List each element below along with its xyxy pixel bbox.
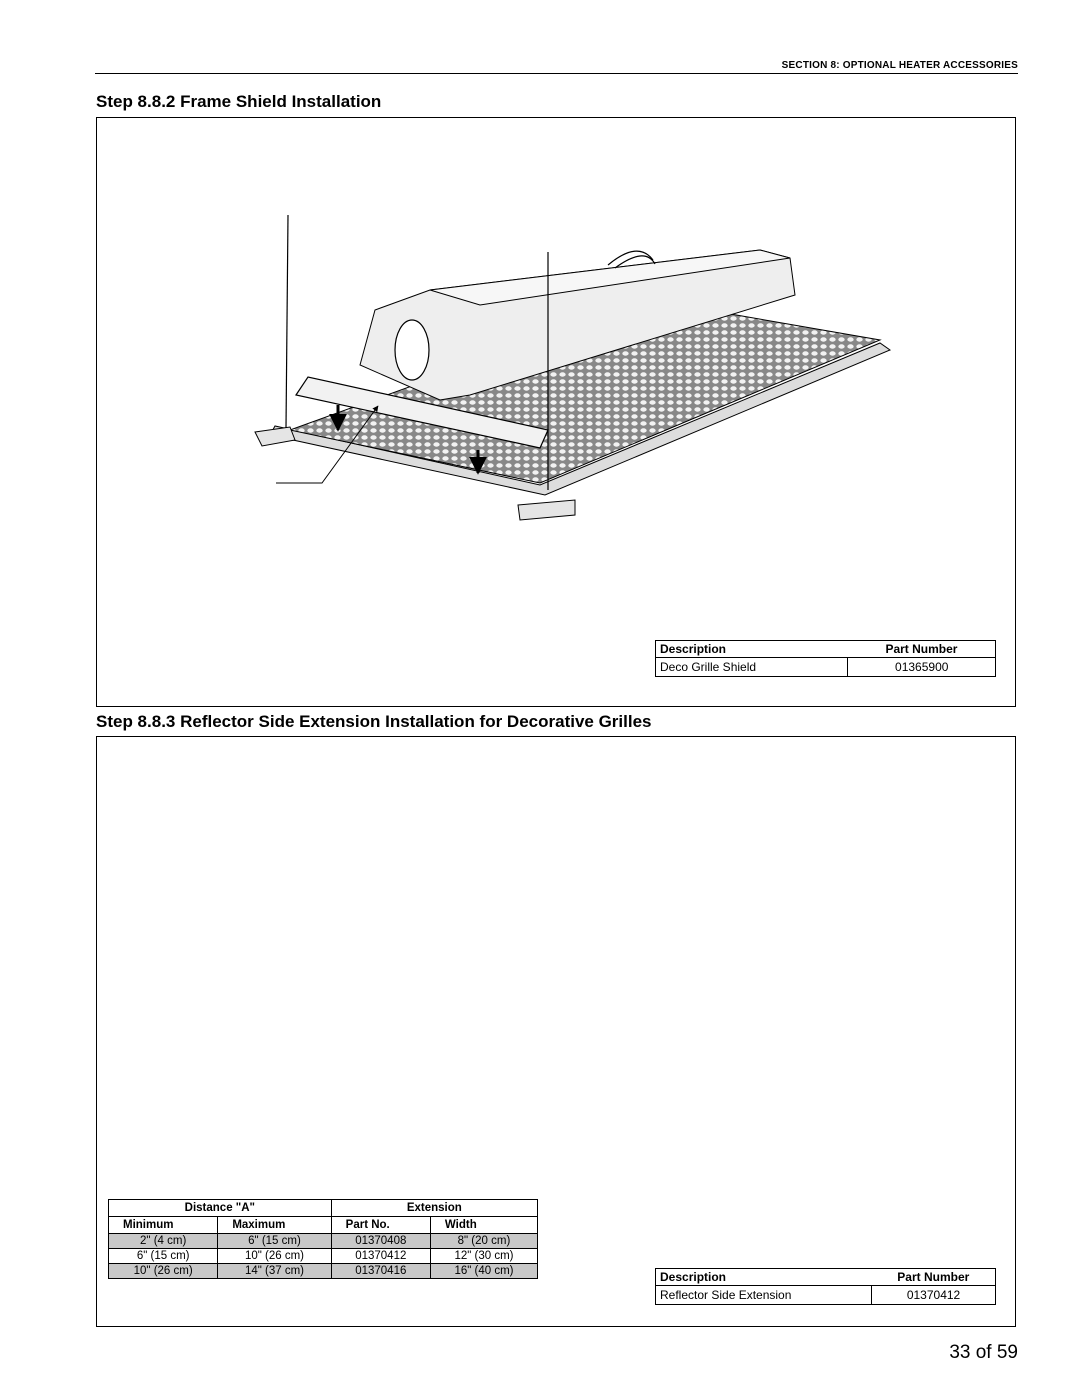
step-title-frame-shield: Step 8.8.2 Frame Shield Installation <box>96 92 382 111</box>
parts-table-frame-shield: Description Part Number Deco Grille Shie… <box>654 640 996 677</box>
table-row: Deco Grille Shield 01365900 <box>654 657 996 677</box>
group-distance-a: Distance "A" <box>108 1199 332 1217</box>
col-part-number: Part Number <box>847 640 996 658</box>
heater-reflector-1 <box>359 249 796 401</box>
page-number: 33 of 59 <box>949 1342 1018 1363</box>
grille-frame-1 <box>254 299 892 521</box>
group-extension: Extension <box>330 1199 538 1217</box>
header-rule <box>95 73 1018 74</box>
col-part-no: Part No. <box>330 1216 431 1234</box>
parts-table-reflector-extension: Description Part Number Reflector Side E… <box>654 1268 996 1305</box>
cell-description: Deco Grille Shield <box>654 657 849 677</box>
hanger-chain-left <box>285 214 289 429</box>
table-row: 10" (26 cm) 14" (37 cm) 01370416 16" (40… <box>107 1263 538 1279</box>
col-width: Width <box>429 1216 538 1234</box>
callout-leader <box>276 405 379 484</box>
col-part-number: Part Number <box>871 1268 996 1286</box>
col-minimum: Minimum <box>107 1216 218 1234</box>
table-row: Reflector Side Extension 01370412 <box>654 1285 996 1305</box>
extension-size-table: Distance "A" Extension Minimum Maximum P… <box>107 1199 538 1279</box>
cell-part-number: 01365900 <box>847 657 996 677</box>
cell-description: Reflector Side Extension <box>654 1285 873 1305</box>
table-row: 6" (15 cm) 10" (26 cm) 01370412 12" (30 … <box>107 1248 538 1264</box>
step-title-reflector-extension: Step 8.8.3 Reflector Side Extension Inst… <box>96 712 652 731</box>
col-description: Description <box>655 1268 872 1286</box>
table-row: 2" (4 cm) 6" (15 cm) 01370408 8" (20 cm) <box>107 1233 538 1249</box>
cell-part-number: 01370412 <box>871 1285 996 1305</box>
col-description: Description <box>655 640 848 658</box>
col-maximum: Maximum <box>217 1216 332 1234</box>
section-header: SECTION 8: OPTIONAL HEATER ACCESSORIES <box>781 60 1018 71</box>
